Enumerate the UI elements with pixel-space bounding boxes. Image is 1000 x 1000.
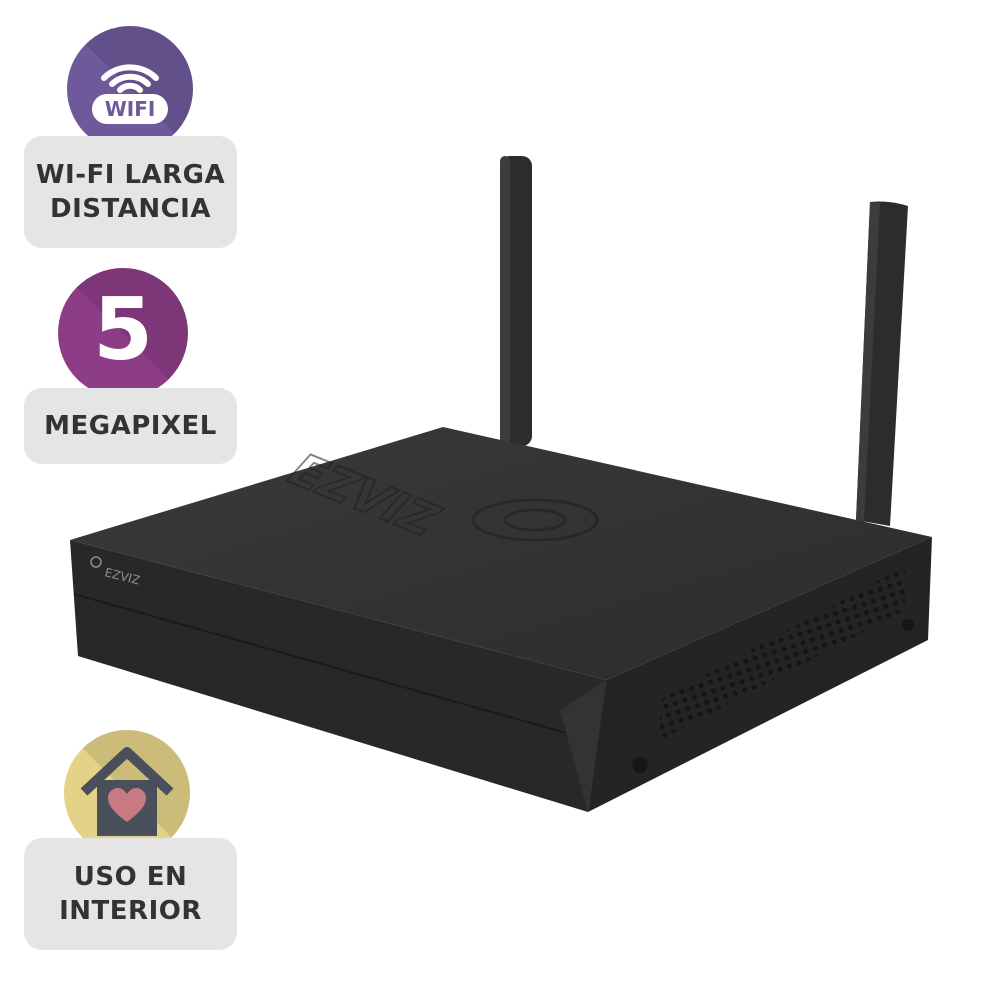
wifi-badge-label: WI-FI LARGA DISTANCIA	[24, 136, 237, 248]
megapixel-label-line1: MEGAPIXEL	[44, 411, 217, 441]
indoor-badge-label: USO EN INTERIOR	[24, 838, 237, 950]
house-heart-icon	[80, 747, 174, 836]
wifi-badge-circle: WIFI	[67, 26, 193, 152]
antenna-right	[856, 201, 908, 526]
wifi-label-line2: DISTANCIA	[50, 194, 211, 224]
antenna-left	[500, 156, 532, 446]
megapixel-badge-circle: 5	[58, 268, 188, 398]
svg-text:WIFI: WIFI	[105, 97, 156, 121]
megapixel-badge-label: MEGAPIXEL	[24, 388, 237, 464]
indoor-label-line2: INTERIOR	[59, 896, 202, 926]
number-five-icon: 5	[93, 280, 153, 380]
wifi-label-line1: WI-FI LARGA	[35, 160, 226, 190]
wifi-icon: WIFI	[92, 64, 168, 124]
indoor-label-line1: USO EN	[73, 862, 188, 892]
indoor-badge-circle	[64, 730, 190, 856]
